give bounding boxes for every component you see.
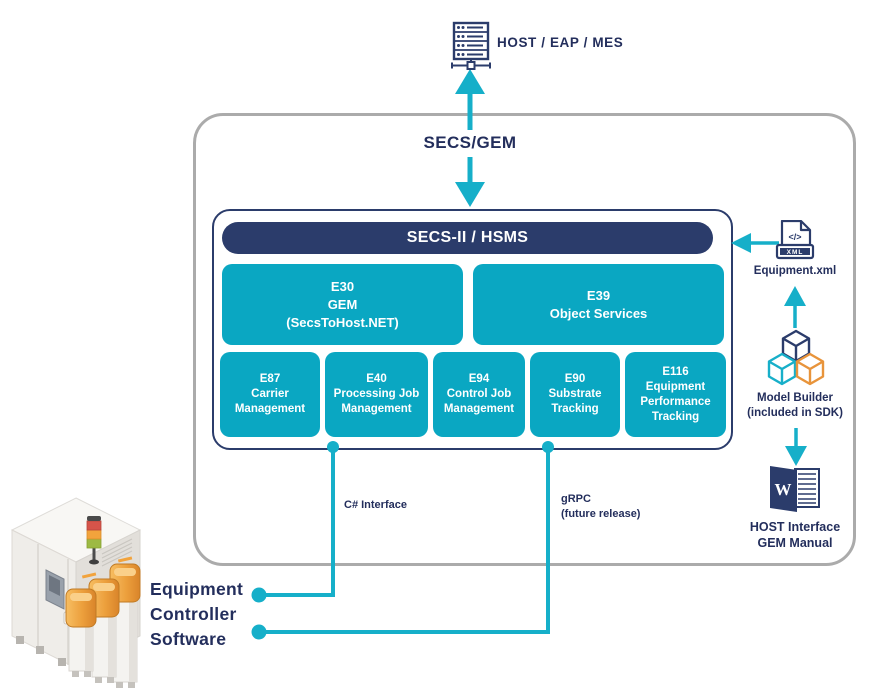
box-line: Equipment (645, 380, 706, 393)
model-builder-line1: Model Builder (756, 392, 834, 404)
box-e94-control-job: E94 Control Job Management (433, 352, 525, 437)
host-interface-manual-label: HOST Interface GEM Manual (731, 519, 859, 551)
manual-line1: HOST Interface (749, 520, 841, 534)
xml-glyph: </> (788, 232, 801, 242)
box-line: Object Services (549, 305, 648, 321)
box-line: Management (234, 403, 306, 415)
ecs-line3: Software (150, 629, 227, 649)
host-label: HOST / EAP / MES (497, 35, 624, 50)
box-line: Processing Job (333, 388, 420, 400)
box-line: Substrate (548, 388, 602, 400)
box-line: E39 (586, 287, 611, 303)
box-line: (SecsToHost.NET) (286, 314, 399, 330)
ecs-line2: Controller (150, 604, 237, 624)
box-line: Tracking (551, 403, 599, 415)
xml-file-icon: </> XML (775, 220, 815, 260)
box-e30-gem: E30 GEM (SecsToHost.NET) (222, 264, 463, 345)
grpc-label: gRPC (future release) (561, 492, 640, 522)
model-builder-cubes-icon (767, 329, 825, 386)
box-line: E94 (468, 373, 490, 385)
box-line: Carrier (251, 388, 289, 400)
box-line: Control Job (446, 388, 512, 400)
xml-badge-text: XML (787, 249, 804, 256)
secs2-hsms-label: SECS-II / HSMS (406, 229, 529, 246)
box-e40-processing-job: E40 Processing Job Management (325, 352, 428, 437)
box-e39-object-services: E39 Object Services (473, 264, 724, 345)
wafer-pods (65, 563, 141, 688)
box-line: Management (341, 403, 412, 415)
equipment-machine-illustration (10, 497, 142, 688)
box-line: E90 (564, 373, 586, 385)
box-line: Management (443, 403, 515, 415)
grpc-line2: (future release) (561, 508, 641, 520)
manual-line2: GEM Manual (757, 536, 833, 550)
box-e90-substrate: E90 Substrate Tracking (530, 352, 620, 437)
model-builder-label: Model Builder (included in SDK) (731, 391, 859, 421)
box-e87-carrier: E87 Carrier Management (220, 352, 320, 437)
word-doc-icon: W (770, 466, 820, 512)
grpc-line1: gRPC (561, 493, 591, 505)
model-builder-line2: (included in SDK) (747, 407, 843, 419)
word-letter: W (775, 480, 792, 499)
equipment-controller-label: Equipment Controller Software (150, 577, 243, 652)
secs2-hsms-bar: SECS-II / HSMS (222, 222, 713, 254)
box-line: Tracking (651, 410, 700, 423)
equipment-xml-label: Equipment.xml (753, 265, 837, 277)
ecs-line1: Equipment (150, 579, 244, 599)
box-line: Performance (640, 395, 711, 408)
box-line: GEM (327, 296, 358, 312)
box-line: E40 (366, 373, 387, 385)
box-line: E87 (259, 373, 281, 385)
host-server-icon (451, 21, 491, 70)
csharp-interface-label: C# Interface (344, 499, 407, 511)
box-line: E30 (330, 278, 355, 294)
secsgem-label: SECS/GEM (423, 133, 517, 152)
box-line: E116 (662, 365, 689, 378)
box-e116-equipment-performance: E116 Equipment Performance Tracking (625, 352, 726, 437)
